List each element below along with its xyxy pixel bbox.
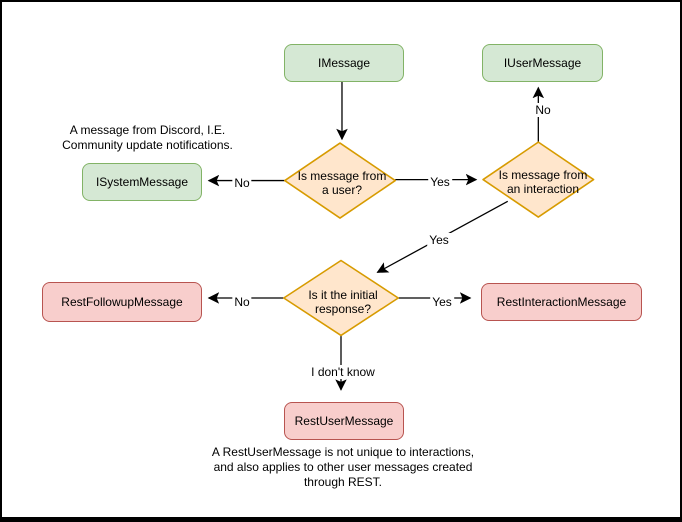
edge-label-yes-to-interaction: Yes [428,175,452,189]
node-iusermessage[interactable]: IUserMessage [482,44,603,82]
node-restfollowupmessage[interactable]: RestFollowupMessage [42,282,202,322]
note-restusermessage: A RestUserMessage is not unique to inter… [182,445,504,490]
edge-label-yes-to-interactionmessage: Yes [430,295,454,309]
edge-label-no-to-followup: No [232,295,252,309]
note-line: and also applies to other user messages … [213,460,473,474]
edge-label-yes-to-initial: Yes [427,233,451,247]
node-isystemmessage[interactable]: ISystemMessage [82,163,202,201]
node-restusermessage[interactable]: RestUserMessage [284,402,404,440]
note-line: Community update notifications. [62,138,233,152]
decision-diamond-from-user[interactable] [283,142,397,219]
edge-label-no-to-usermessage: No [533,103,553,117]
note-line: through REST. [303,475,383,489]
edge-label-i-dont-know: I don't know [309,365,377,379]
node-restinteractionmessage[interactable]: RestInteractionMessage [481,283,642,321]
node-imessage[interactable]: IMessage [284,44,404,82]
note-line: A message from Discord, I.E. [69,123,226,137]
note-line: A RestUserMessage is not unique to inter… [211,445,475,459]
note-systemmessage: A message from Discord, I.E. Community u… [55,123,240,153]
edge-label-no-to-systemmessage: No [232,176,252,190]
decision-diamond-initial-response[interactable] [282,259,400,337]
decision-diamond-from-interaction[interactable] [482,141,595,218]
